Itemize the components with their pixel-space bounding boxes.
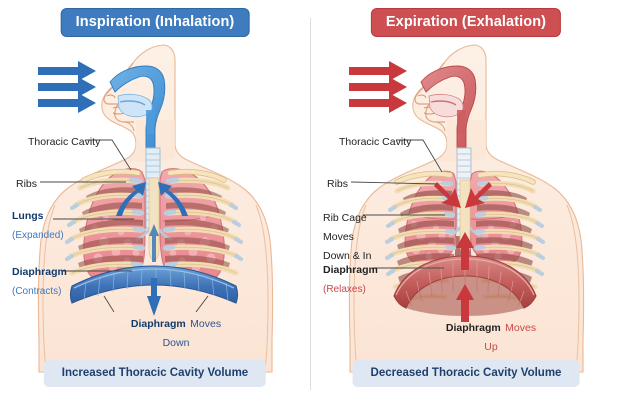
label-ribs-left: Ribs [16,178,38,190]
label-diaphragm-relaxes: Diaphragm (Relaxes) [323,264,378,295]
lung-deflation-arrows [434,182,492,208]
rib-cage [64,168,244,293]
diaphragm-up-arrows [456,232,474,322]
label-lungs-expanded: Lungs (Expanded) [12,210,64,241]
caption-increased-volume: Increased Thoracic Cavity Volume [43,360,267,387]
panel-expiration: Expiration (Exhalation) [311,0,621,404]
label-thoracic-cavity-right: Thoracic Cavity [339,136,412,148]
leader-lines [40,139,209,313]
airflow-arrows-out [349,61,407,113]
panel-divider [310,18,311,390]
panel-title-inspiration: Inspiration (Inhalation) [60,8,250,37]
label-ribs-right: Ribs [327,178,349,190]
caption-diaphragm-moves-up: Diaphragm Moves Up [445,322,537,353]
diaphragm-movement-arrows [147,224,161,316]
label-diaphragm-contracts: Diaphragm (Contracts) [12,266,67,297]
caption-diaphragm-moves-down: Diaphragm Moves Down [130,318,222,349]
airflow-arrows-in [38,61,96,113]
inspiration-illustration [37,44,274,373]
panel-inspiration: Inspiration (Inhalation) [0,0,310,404]
lung-expansion-arrows [116,182,188,216]
label-rib-cage-moves: Rib Cage Moves Down & In [323,212,372,262]
leader-lines [350,139,445,269]
panel-title-expiration: Expiration (Exhalation) [370,8,562,37]
caption-decreased-volume: Decreased Thoracic Cavity Volume [352,360,580,387]
expiration-illustration [348,44,585,373]
label-thoracic-cavity-left: Thoracic Cavity [28,136,101,148]
